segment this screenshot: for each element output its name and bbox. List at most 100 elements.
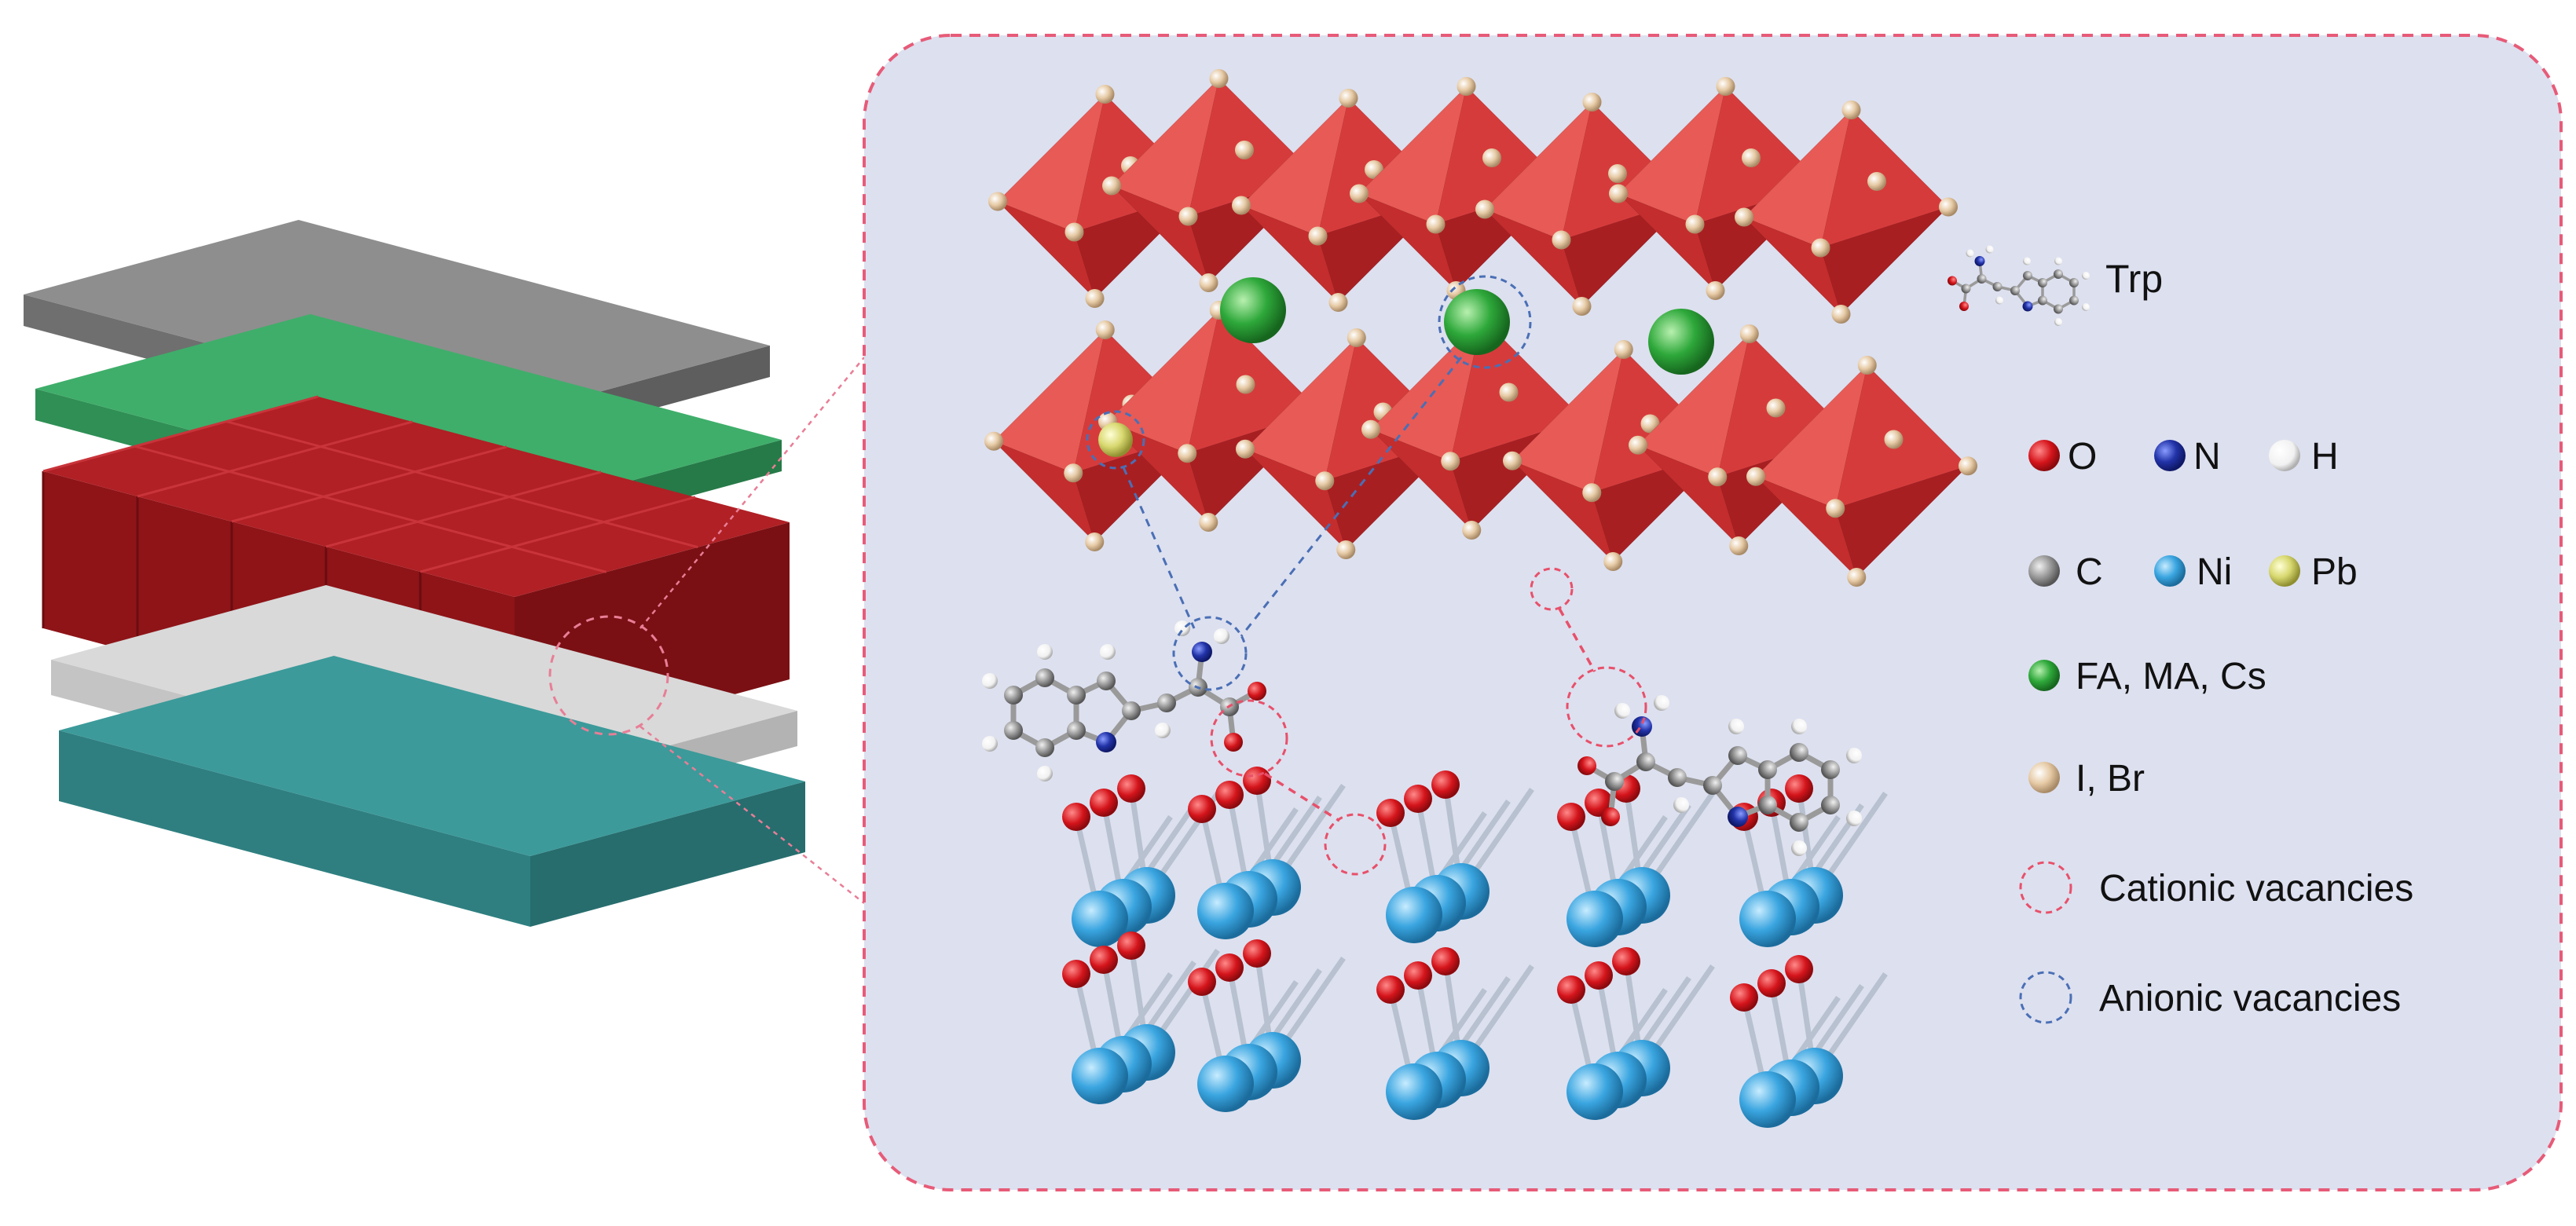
carbon-atom (2069, 295, 2079, 306)
legend-n-icon (2154, 440, 2186, 471)
halide-atom (1867, 172, 1886, 191)
nickel-atom (1072, 891, 1128, 947)
layer-top-face (24, 220, 770, 420)
layer-ito: ITO (59, 656, 805, 927)
halide-atom (1582, 483, 1602, 503)
nio-unit (1188, 767, 1346, 939)
cationic-link (1558, 608, 1596, 672)
zoom-connectors (548, 357, 865, 904)
legend: Trp O N H C Ni Pb FA, MA, Cs I, Br Catio… (1948, 245, 2413, 1024)
halide-atom (988, 192, 1007, 211)
halide-atom (1847, 568, 1867, 587)
carbon-atom (1961, 284, 1971, 294)
hydrogen-atom (2054, 318, 2062, 326)
grain-edge (42, 395, 319, 473)
oxygen-atom (1404, 961, 1432, 990)
octahedron-face (1241, 205, 1339, 302)
halide-atom (1603, 552, 1623, 571)
hydrogen-atom (1654, 695, 1669, 711)
grain-edge (420, 496, 696, 573)
halide-atom (1608, 164, 1627, 183)
legend-h-label: H (2311, 436, 2339, 478)
oxygen-atom (1785, 774, 1813, 803)
zoom-line-top (639, 357, 865, 629)
hydrogen-atom (1966, 249, 1974, 258)
nio-unit (1188, 939, 1346, 1112)
octahedron-face (1245, 448, 1347, 550)
octahedron-face (1359, 86, 1467, 225)
legend-i-br-label: I, Br (2076, 758, 2145, 800)
halide-atom (1199, 513, 1218, 532)
halide-atom (1350, 184, 1369, 203)
hydrogen-atom (2054, 257, 2062, 265)
halide-atom (1457, 77, 1476, 96)
halide-atom (1939, 197, 1958, 217)
nio-unit (1730, 774, 1888, 947)
grain-edge (225, 420, 698, 549)
legend-ni-label: Ni (2197, 551, 2232, 593)
legend-anionic-label: Anionic vacancies (2099, 978, 2401, 1019)
anionic-link (1122, 467, 1196, 629)
halide-atom (1232, 196, 1251, 215)
halide-atom (1552, 230, 1571, 250)
halide-atom (1614, 340, 1633, 359)
halide-atom (1064, 463, 1083, 483)
halide-atom (1685, 214, 1705, 234)
halide-atom (1735, 207, 1753, 227)
trp-molecules (982, 620, 1862, 856)
carbon-atom (2038, 295, 2047, 306)
oxygen-atom (1585, 961, 1613, 990)
cationic-vacancy-marker (1210, 699, 1288, 778)
oxygen-atom (1431, 770, 1460, 799)
legend-n-label: N (2193, 436, 2221, 478)
halide-atom (1328, 293, 1348, 312)
halide-atom (1706, 281, 1725, 300)
anionic-vacancy-marker (1172, 616, 1248, 691)
grain-edge (325, 470, 602, 548)
nickel-atom (1072, 1048, 1128, 1104)
octahedron-face (1245, 338, 1357, 481)
nio-unit (1557, 947, 1715, 1120)
oxygen-atom (1215, 781, 1244, 809)
cationic-vacancy-marker (1566, 666, 1647, 748)
oxygen-atom (1215, 953, 1244, 982)
oxygen-atom (1376, 799, 1405, 827)
halide-atom (1582, 93, 1602, 112)
halide-atom (1729, 536, 1749, 555)
carbon-atom (1035, 668, 1054, 687)
octahedron-face (1618, 193, 1716, 291)
oxygen-atom (1224, 733, 1243, 752)
legend-fa-ma-cs-label: FA, MA, Cs (2076, 656, 2266, 697)
legend-ni-icon (2154, 555, 2186, 587)
anionic-link (1240, 357, 1463, 637)
carbon-atom (2054, 269, 2063, 279)
halide-atom (1209, 69, 1229, 88)
nio-unit (1376, 947, 1534, 1120)
carbon-atom (1004, 686, 1023, 704)
nio-unit (1730, 955, 1888, 1128)
oxygen-atom (1117, 931, 1145, 960)
oxygen-atom (1243, 767, 1271, 795)
oxygen-atom (1188, 795, 1216, 823)
oxygen-atom (1117, 774, 1145, 803)
octahedron-face (1485, 102, 1592, 240)
legend-o-label: O (2068, 436, 2097, 478)
halide-atom (1441, 452, 1460, 471)
hydrogen-atom (1155, 723, 1171, 738)
oxygen-atom (1188, 968, 1216, 996)
hydrogen-atom (1174, 620, 1190, 636)
layer-front-face (59, 730, 530, 927)
oxygen-atom (1959, 302, 1969, 311)
legend-trp-molecule (1948, 245, 2090, 326)
oxygen-atom (1612, 947, 1640, 975)
nio-unit (1557, 774, 1715, 947)
octahedron-face (1112, 79, 1219, 217)
hydrogen-atom (2082, 303, 2090, 311)
nitrogen-atom (1096, 732, 1116, 752)
halide-atom (1499, 382, 1519, 402)
hydrogen-atom (1673, 797, 1689, 813)
a-site-cation (1648, 309, 1714, 375)
halide-atom (1811, 238, 1830, 258)
octahedron-face (998, 201, 1095, 298)
nio-unit (1062, 774, 1220, 947)
